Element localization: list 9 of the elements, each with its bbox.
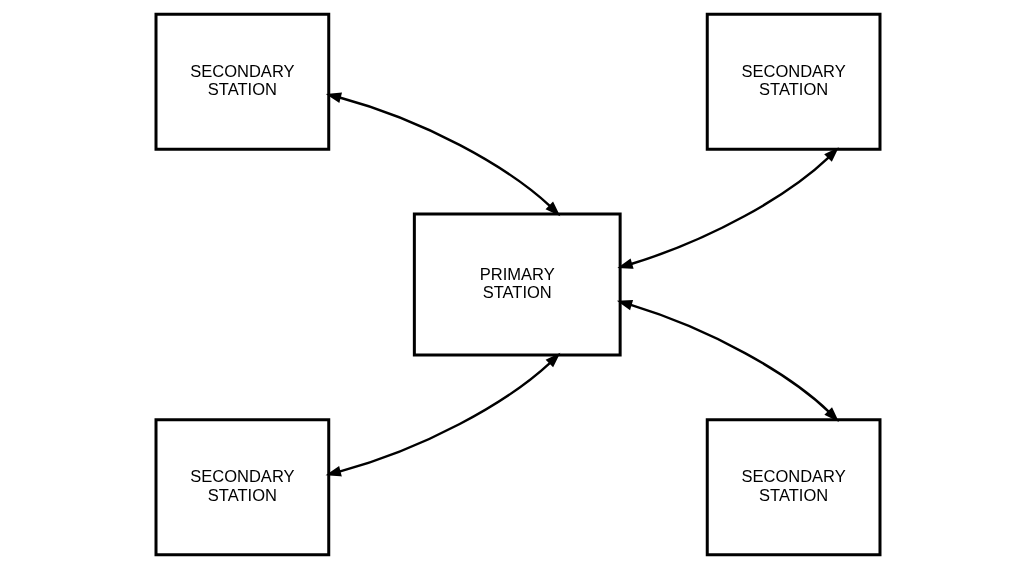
node-box: SECONDARY STATION (705, 12, 881, 151)
arrow (616, 299, 839, 422)
arrow (325, 352, 560, 477)
node-box: SECONDARY STATION (705, 418, 881, 557)
node-box: PRIMARY STATION (412, 212, 622, 357)
arrow (325, 92, 560, 217)
arrow (616, 147, 839, 269)
node-box: SECONDARY STATION (154, 418, 330, 557)
node-box: SECONDARY STATION (154, 12, 330, 151)
